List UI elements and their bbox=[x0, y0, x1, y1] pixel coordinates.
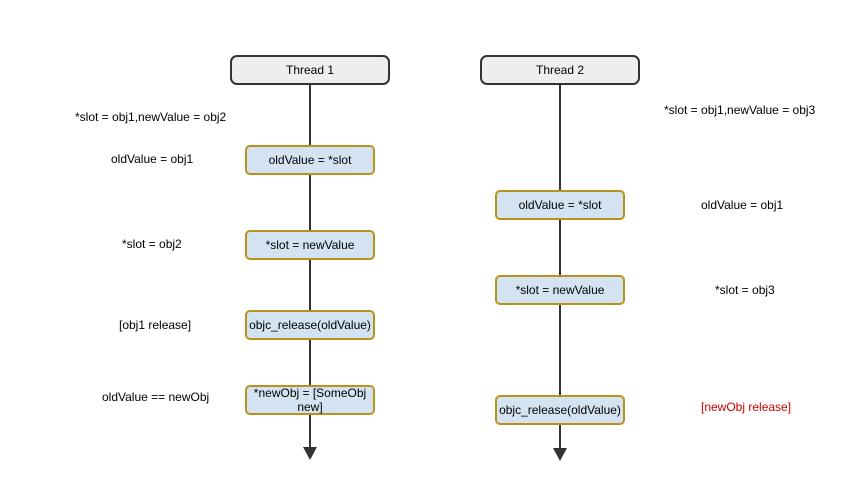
thread2-note-slot: *slot = obj3 bbox=[715, 283, 775, 297]
thread2-header: Thread 2 bbox=[480, 55, 640, 85]
thread1-note-slot: *slot = obj2 bbox=[122, 237, 182, 251]
thread1-note-release: [obj1 release] bbox=[119, 318, 192, 332]
thread2-note-initial: *slot = obj1,newValue = obj3 bbox=[664, 103, 816, 117]
thread1-note-old-value: oldValue = obj1 bbox=[111, 152, 194, 166]
thread1-step-store-slot: *slot = newValue bbox=[245, 230, 375, 260]
thread1-note-initial: *slot = obj1,newValue = obj2 bbox=[75, 110, 227, 124]
thread2-title: Thread 2 bbox=[535, 63, 585, 77]
thread2-arrowhead bbox=[553, 448, 567, 461]
thread2-note-release: [newObj release] bbox=[701, 400, 792, 414]
thread2-step-read-slot: oldValue = *slot bbox=[495, 190, 625, 220]
thread2-step-store-slot: *slot = newValue bbox=[495, 275, 625, 305]
thread1-header: Thread 1 bbox=[230, 55, 390, 85]
thread2-step-release: objc_release(oldValue) bbox=[495, 395, 625, 425]
thread1-step-new-obj: *newObj = [SomeObj new] bbox=[245, 385, 375, 415]
thread2-note-old-value: oldValue = obj1 bbox=[701, 198, 784, 212]
thread1-note-equality: oldValue == newObj bbox=[102, 390, 210, 404]
thread1-step-read-slot: oldValue = *slot bbox=[245, 145, 375, 175]
thread1-step-release: objc_release(oldValue) bbox=[245, 310, 375, 340]
thread1-title: Thread 1 bbox=[285, 63, 335, 77]
thread1-arrowhead bbox=[303, 447, 317, 460]
